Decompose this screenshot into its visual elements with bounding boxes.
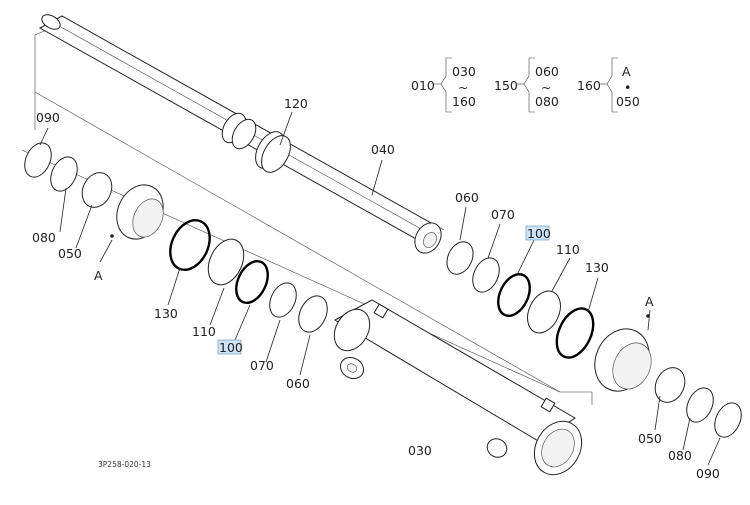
legend-sep-010: ~ (458, 80, 468, 95)
legend-to-010: 160 (452, 94, 476, 109)
part-labels: 120 040 090 080 050 A 130 110 100 070 06… (32, 96, 720, 481)
legend-from-010: 030 (452, 64, 476, 79)
label-070-right[interactable]: 070 (491, 207, 515, 222)
legend-from-160: A (622, 64, 631, 79)
label-060-left[interactable]: 060 (286, 376, 310, 391)
diagram-code: 3P258-020-13 (98, 460, 151, 469)
label-a-left[interactable]: A (94, 268, 103, 283)
legend-key-160: 160 (577, 78, 601, 93)
label-030[interactable]: 030 (408, 443, 432, 458)
label-a-right[interactable]: A (645, 294, 654, 309)
legend-to-160: 050 (616, 94, 640, 109)
label-080-left[interactable]: 080 (32, 230, 56, 245)
label-110-right[interactable]: 110 (556, 242, 580, 257)
label-120[interactable]: 120 (284, 96, 308, 111)
label-040[interactable]: 040 (371, 142, 395, 157)
left-parts (24, 142, 328, 333)
label-060-right[interactable]: 060 (455, 190, 479, 205)
right-parts (446, 241, 742, 438)
label-090-left[interactable]: 090 (36, 110, 60, 125)
cylinder-tube-030 (333, 299, 583, 476)
label-100-right[interactable]: 100 (527, 226, 551, 241)
legend-key-150: 150 (494, 78, 518, 93)
legend-from-150: 060 (535, 64, 559, 79)
highlight-100-right (525, 225, 550, 241)
leader-lines (39, 111, 721, 466)
highlight-100-left (217, 339, 242, 355)
legend-sep-150: ~ (541, 80, 551, 95)
label-070-left[interactable]: 070 (250, 358, 274, 373)
label-050-left[interactable]: 050 (58, 246, 82, 261)
label-100-left[interactable]: 100 (219, 340, 243, 355)
label-050-right[interactable]: 050 (638, 431, 662, 446)
label-130-right[interactable]: 130 (585, 260, 609, 275)
legend-to-150: 080 (535, 94, 559, 109)
label-090-right[interactable]: 090 (696, 466, 720, 481)
label-130-left[interactable]: 130 (154, 306, 178, 321)
legend: 010 030 ~ 160 150 060 ~ 080 160 A • 050 (411, 57, 640, 113)
label-110-left[interactable]: 110 (192, 324, 216, 339)
piston-rod-040 (38, 14, 442, 254)
label-080-right[interactable]: 080 (668, 448, 692, 463)
legend-sep-160: • (624, 80, 631, 95)
legend-key-010: 010 (411, 78, 435, 93)
